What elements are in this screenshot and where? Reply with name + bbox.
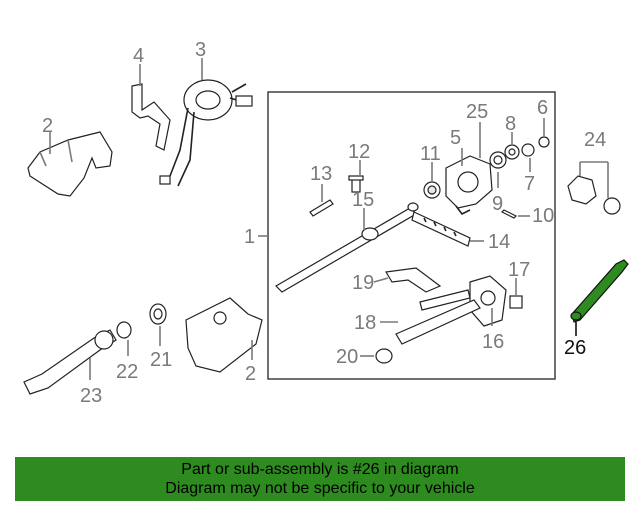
banner-line-2: Diagram may not be specific to your vehi…: [165, 480, 475, 497]
label-26: 26: [564, 337, 586, 359]
label-11: 11: [420, 143, 441, 165]
label-23: 23: [80, 385, 102, 407]
label-2b: 2: [245, 363, 256, 385]
label-12: 12: [348, 141, 370, 163]
part-17-sleeve[interactable]: [509, 295, 523, 309]
part-10-screw[interactable]: [500, 209, 518, 219]
part-15-steering-shaft[interactable]: [275, 202, 419, 293]
banner-line-1: Part or sub-assembly is #26 in diagram: [181, 461, 459, 478]
label-20: 20: [336, 346, 358, 368]
label-21: 21: [150, 349, 172, 371]
part-5-lock-housing[interactable]: [445, 155, 493, 216]
part-9-bearing[interactable]: [489, 151, 507, 169]
label-13: 13: [310, 163, 332, 185]
label-22: 22: [116, 361, 138, 383]
part-21-clip[interactable]: [149, 303, 167, 325]
label-2a: 2: [42, 115, 53, 137]
leader-19: [373, 277, 389, 283]
label-25: 25: [466, 101, 488, 123]
label-10: 10: [532, 205, 554, 227]
part-23-intermediate-shaft[interactable]: [23, 329, 117, 395]
label-18: 18: [354, 312, 376, 334]
part-14-rack[interactable]: [411, 211, 471, 247]
part-20-cap[interactable]: [375, 348, 393, 364]
label-24: 24: [584, 129, 606, 151]
part-2-lower-cover[interactable]: [185, 297, 263, 373]
part-4-bracket[interactable]: [131, 83, 171, 151]
label-9: 9: [492, 193, 503, 215]
part-7-ring[interactable]: [521, 143, 535, 157]
part-12-pin[interactable]: [348, 175, 364, 193]
part-19-bracket[interactable]: [385, 267, 442, 293]
label-1: 1: [244, 226, 255, 248]
part-6-retaining-ring[interactable]: [538, 136, 550, 148]
label-16: 16: [482, 331, 504, 353]
part-8-bushing[interactable]: [504, 144, 520, 160]
part-3-coil-assembly[interactable]: [159, 79, 253, 187]
part-13-pin[interactable]: [309, 199, 334, 217]
label-5: 5: [450, 127, 461, 149]
label-3: 3: [195, 39, 206, 61]
part-24-switch-assembly[interactable]: [567, 175, 621, 215]
label-19: 19: [352, 272, 374, 294]
part-26-highlighted-shaft[interactable]: [570, 259, 629, 323]
part-11-washer[interactable]: [423, 181, 441, 199]
label-6: 6: [537, 97, 548, 119]
leader-24: [579, 161, 609, 198]
label-14: 14: [488, 231, 510, 253]
label-15: 15: [352, 189, 374, 211]
label-17: 17: [508, 259, 530, 281]
label-8: 8: [505, 113, 516, 135]
part-18-shift-tube[interactable]: [395, 289, 481, 345]
label-4: 4: [133, 45, 144, 67]
part-22-ring[interactable]: [116, 321, 132, 339]
label-7: 7: [524, 173, 535, 195]
part-2-cover[interactable]: [27, 131, 113, 197]
info-banner: Part or sub-assembly is #26 in diagram D…: [15, 457, 625, 501]
